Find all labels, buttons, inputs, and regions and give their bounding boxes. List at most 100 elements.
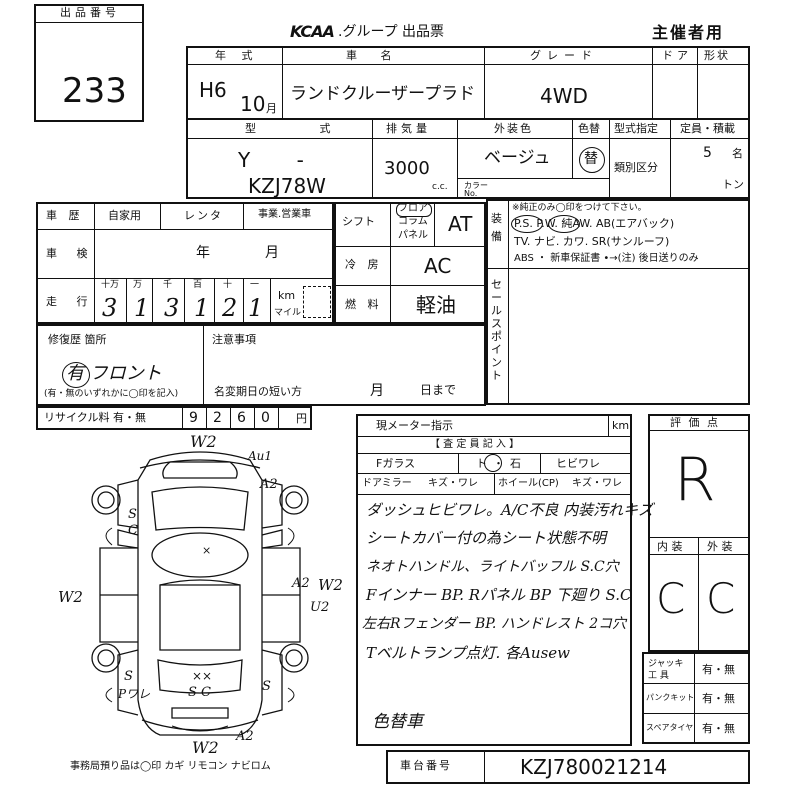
recycle-unit: 円: [296, 412, 307, 425]
month-unit: 月: [266, 102, 277, 115]
recycle-table: [36, 406, 312, 430]
mark-w2-bottom: W2: [192, 738, 219, 757]
accessory-table: [642, 652, 750, 744]
mileage-mile: マイル: [274, 308, 302, 318]
history-business: 事業.営業車: [258, 209, 312, 220]
mark-s-left: S: [128, 507, 137, 522]
ps-circle: [511, 215, 543, 233]
overall-grade: R: [674, 445, 716, 515]
caution-label: 注意事項: [212, 333, 256, 346]
inspector-note: ネオトハンドル、ライトバッフル S.C穴: [366, 559, 619, 575]
inspector-note: ダッシュヒビワレ。A/C不良 内装汚れキズ: [366, 501, 654, 519]
name-label: 車 名: [346, 49, 402, 62]
mark-w2-top: W2: [190, 432, 217, 451]
exterior-label: 外 装: [707, 540, 733, 553]
wheel-label: ホイール(CP): [498, 478, 559, 489]
door-label: ドア: [662, 49, 692, 62]
shift-label: シフト: [342, 215, 375, 228]
displacement-label: 排気量: [386, 122, 431, 135]
chassis-value: KZJ780021214: [520, 755, 668, 779]
deadline-day: 日まで: [420, 383, 457, 397]
recycle-digit: 9: [189, 410, 198, 426]
inspector-note: 左右Rフェンダー BP. ハンドレスト 2コ穴: [362, 616, 627, 632]
history-private: 自家用: [108, 209, 141, 222]
mileage-digits: 3 1 3 1 2 1: [96, 296, 272, 320]
wheel-opts: キズ・ワレ: [572, 478, 622, 489]
class-label: 類別区分: [614, 161, 658, 174]
mileage-digit: 3: [164, 294, 180, 322]
recycle-digit: 6: [237, 410, 246, 426]
color-change-note: 色替車: [372, 712, 423, 732]
grade-table: [648, 414, 750, 652]
ac-label: 冷 房: [345, 258, 383, 271]
shift-circle: [396, 203, 432, 217]
inspector-note: Tベルトランプ点灯. 各Ausew: [366, 644, 570, 662]
color-value: ベージュ: [484, 148, 551, 168]
inspector-note: シートカバー付の為シート状態不明: [366, 529, 607, 547]
mark-x-top: ×: [202, 544, 212, 557]
lot-number-label: 出品番号: [60, 6, 120, 19]
model-label: 型 式: [245, 122, 361, 135]
unit-10: 十: [223, 280, 233, 290]
recycle-digit: 2: [213, 410, 222, 426]
name-value: ランドクルーザープラド: [290, 84, 476, 104]
mark-a2-bottom: A2: [236, 729, 254, 744]
type-designation-label: 型式指定: [614, 122, 658, 135]
mark-sc: S C: [188, 685, 211, 700]
spare-label: スペアタイヤ: [646, 723, 694, 732]
mark-w2-right: W2: [318, 576, 343, 594]
repair-value: 有 フロント: [66, 363, 162, 384]
jack-opts: 有・無: [702, 663, 735, 676]
puncture-label: パンクキット: [646, 693, 695, 702]
history-label: 車 歴: [46, 209, 84, 222]
equipment-label: 装備: [491, 212, 502, 243]
custody-legend: 事務局預り品は◯印 カギ リモコン ナビロム: [70, 761, 271, 772]
header-title: .グループ 出品票: [338, 24, 445, 40]
fglass-circle: [484, 454, 502, 472]
deadline-month: 月: [370, 383, 384, 399]
shift-panel: パネル: [398, 230, 428, 241]
year-month: 10: [240, 92, 266, 116]
inspector-note: Fインナー BP. Rパネル BP 下廻り S.C: [366, 586, 632, 604]
mileage-digit: 1: [194, 294, 210, 322]
recycle-digit: 0: [261, 410, 270, 426]
load-unit: トン: [722, 178, 744, 191]
vehicle-info-table: [186, 46, 750, 199]
mark-p-ware: Pワレ: [118, 687, 151, 701]
pw-circle: [548, 215, 580, 233]
unit-100k: 十万: [101, 280, 120, 290]
jack-label: ジャッキ工 具: [648, 659, 684, 681]
recycle-label: リサイクル料 有・無: [44, 411, 146, 424]
model-value: KZJ78W: [248, 174, 326, 198]
fuel-value: 軽油: [416, 293, 456, 317]
fglass-label: Fガラス: [376, 457, 416, 470]
mileage-label: 走 行: [46, 295, 96, 308]
interior-label: 内 装: [657, 540, 683, 553]
sales-point-label: セールスポイント: [491, 278, 502, 382]
repair-yes-circle: [62, 362, 90, 388]
mark-w2-left: W2: [58, 588, 83, 606]
unit-1k: 千: [163, 280, 173, 290]
model-prefix: Y -: [238, 148, 324, 172]
history-rental: レンタ: [184, 209, 223, 222]
lot-number-box: [34, 4, 144, 122]
repaint-label: 色替: [578, 122, 600, 135]
equipment-note: ※純正のみ◯印をつけて下さい。: [512, 203, 647, 213]
equipment-line1: P.S. P.W. 純AW. AB(エアバック): [514, 217, 675, 230]
fuel-label: 燃 料: [345, 298, 383, 311]
color-label: 外装色: [494, 122, 533, 135]
equipment-table: [486, 199, 750, 405]
chassis-table: [386, 750, 750, 784]
shift-column: コラム: [398, 216, 428, 227]
displacement-unit: c.c.: [432, 182, 448, 192]
mark-u2: U2: [310, 600, 330, 615]
unit-10k: 万: [133, 280, 143, 290]
capacity-label: 定員・積載: [680, 122, 735, 135]
repair-label: 修復歴 箇所: [48, 333, 107, 346]
inspection-label: 車 検: [46, 247, 96, 260]
grades-label: 評 価 点: [670, 416, 720, 429]
ac-value: AC: [424, 254, 452, 278]
unit-1: 一: [250, 280, 260, 290]
inspection-year: 年: [196, 245, 210, 261]
spare-opts: 有・無: [702, 722, 735, 735]
